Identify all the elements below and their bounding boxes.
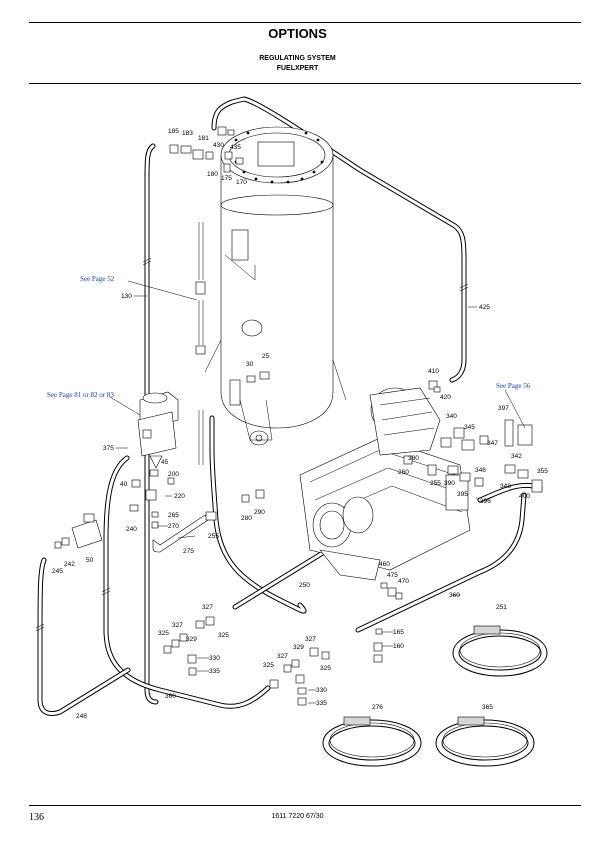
callout-170: 170 [236,179,247,186]
fittings [54,126,543,706]
ref-see-page-52[interactable]: See Page 52 [80,275,115,283]
callout-165: 165 [393,629,404,636]
callout-327c: 327 [305,636,316,643]
callout-185: 185 [168,128,179,135]
callout-260: 260 [398,469,409,476]
callout-435: 435 [230,144,241,151]
callout-25: 25 [262,353,270,360]
callout-50: 50 [86,557,94,564]
receiver-tank [204,126,347,446]
section-subtitle: REGULATING SYSTEM [259,55,336,62]
callout-220: 220 [174,493,185,500]
footer-rule [29,805,581,806]
callout-329b: 329 [293,644,304,651]
pipe-360-right [355,492,527,633]
coiled-hose-276 [322,716,422,767]
callout-396: 396 [480,498,491,505]
regulating-valve [137,391,179,469]
pipe-cut-marks [35,257,469,632]
callout-410: 410 [428,368,439,375]
callout-325c: 325 [263,662,274,669]
section-subtitle-2: FUELXPERT [276,65,319,72]
callout-360b: 360 [165,693,176,700]
pipe-360-left [103,455,271,709]
callout-329a: 329 [186,636,197,643]
callout-430: 430 [213,142,224,149]
callout-365: 365 [482,704,493,711]
callout-175: 175 [221,175,232,182]
callout-325b: 325 [218,632,229,639]
callout-475: 475 [387,572,398,579]
callout-425: 425 [479,304,490,311]
callout-330b: 330 [316,687,327,694]
hose-130-detail [195,222,206,465]
page-number: 136 [29,812,44,823]
callout-240: 240 [126,526,137,533]
callout-130: 130 [121,293,132,300]
callout-181: 181 [198,135,209,142]
callout-255b: 255 [208,533,219,540]
callout-342: 342 [511,453,522,460]
callout-245: 245 [52,568,63,575]
ref-see-page-81-82-83[interactable]: See Page 81 or 82 or 83 [47,391,114,399]
callout-390: 390 [444,480,455,487]
callout-45: 45 [161,459,169,466]
ref-see-page-56[interactable]: See Page 56 [496,382,531,390]
callout-360: 360 [449,592,460,599]
callout-30: 30 [246,361,254,368]
callout-265: 265 [168,512,179,519]
leader-lines [109,280,526,704]
callout-327a: 327 [202,604,213,611]
callout-470: 470 [398,578,409,585]
callout-183: 183 [182,130,193,137]
callout-400: 400 [519,493,530,500]
pipe-425 [211,96,467,383]
callout-335a: 335 [209,668,220,675]
callout-labels: 185 183 181 430 435 180 175 170 130 425 … [52,128,548,720]
callout-355: 355 [537,468,548,475]
callout-251: 251 [496,604,507,611]
callout-375: 375 [103,445,114,452]
coiled-hose-365 [435,716,535,767]
callout-248: 248 [76,713,87,720]
coiled-hose-251 [452,625,548,677]
callout-395: 395 [457,491,468,498]
callout-250: 250 [299,582,310,589]
callout-380: 380 [408,455,419,462]
callout-330a: 330 [209,655,220,662]
callout-276: 276 [372,704,383,711]
callout-280: 280 [241,515,252,522]
callout-420: 420 [440,394,451,401]
callout-275: 275 [183,548,194,555]
callout-340: 340 [446,413,457,420]
compressor-housing [299,387,471,581]
callout-270: 270 [168,523,179,530]
callout-348: 348 [500,483,511,490]
callout-325d: 325 [320,665,331,672]
callout-242: 242 [64,561,75,568]
callout-160: 160 [393,643,404,650]
callout-327d: 327 [277,653,288,660]
callout-345: 345 [464,424,475,431]
callout-347: 347 [487,440,498,447]
callout-200: 200 [168,471,179,478]
header-bottom-rule [29,83,581,84]
callout-40: 40 [120,481,128,488]
pipe-248 [37,557,131,716]
pipe-250 [209,415,307,614]
callout-180: 180 [207,171,218,178]
top-rule [29,22,581,23]
callout-327b: 327 [172,622,183,629]
callout-325a: 325 [158,630,169,637]
callout-255: 255 [430,480,441,487]
callout-290: 290 [254,509,265,516]
document-code: 1611 7220 67/30 [271,813,324,820]
callout-397: 397 [498,405,509,412]
callout-460: 460 [379,561,390,568]
callout-346: 346 [475,467,486,474]
page-title: OPTIONS [268,26,327,41]
callout-335b: 335 [316,700,327,707]
